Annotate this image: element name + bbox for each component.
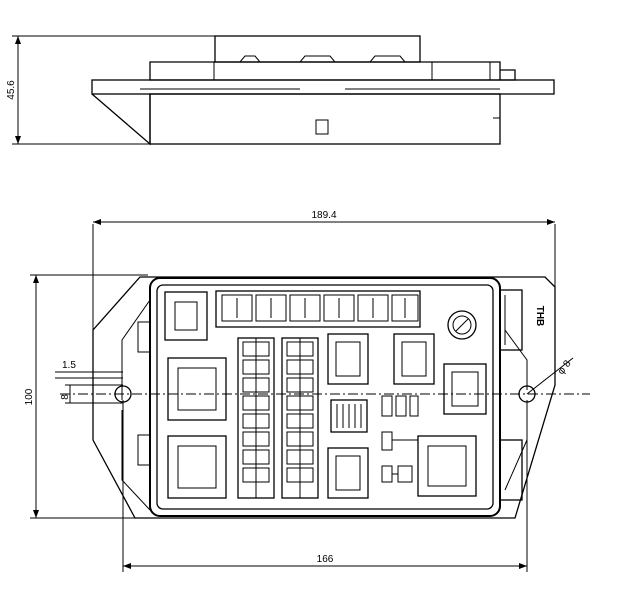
relay-socket-6 (443, 363, 487, 415)
relay-socket-3 (167, 435, 227, 499)
length-body-dimension-label: 166 (317, 554, 334, 565)
fuse-puller-slot (330, 399, 368, 433)
round-connector (447, 310, 477, 340)
small-fuse-group (381, 395, 419, 483)
brand-label: THB (534, 306, 545, 327)
fuse-box-body (149, 277, 501, 517)
width-dimension-label: 100 (24, 388, 35, 405)
fuse-column-right (281, 337, 319, 499)
hole-offset-dimension-label: 8 (60, 394, 71, 400)
top-view: 189.4 100 166 1.5 8 φ 8 (24, 210, 590, 572)
relay-socket-8 (417, 435, 477, 497)
relay-socket-7 (327, 447, 369, 499)
length-overall-dimension-label: 189.4 (311, 210, 336, 221)
height-dimension-label: 45.6 (6, 80, 17, 100)
hole-diameter-label: φ 8 (556, 358, 574, 377)
relay-socket-5 (393, 333, 435, 385)
relay-socket-4 (327, 333, 369, 385)
fuse-column-left (237, 337, 275, 499)
mounting-flange-outline (92, 276, 556, 519)
side-view: 45.6 (6, 35, 555, 146)
offset-dimension-label: 1.5 (62, 360, 76, 371)
relay-socket-1 (164, 291, 208, 341)
relay-socket-2 (167, 357, 227, 421)
mini-fuse-strip (215, 290, 421, 328)
